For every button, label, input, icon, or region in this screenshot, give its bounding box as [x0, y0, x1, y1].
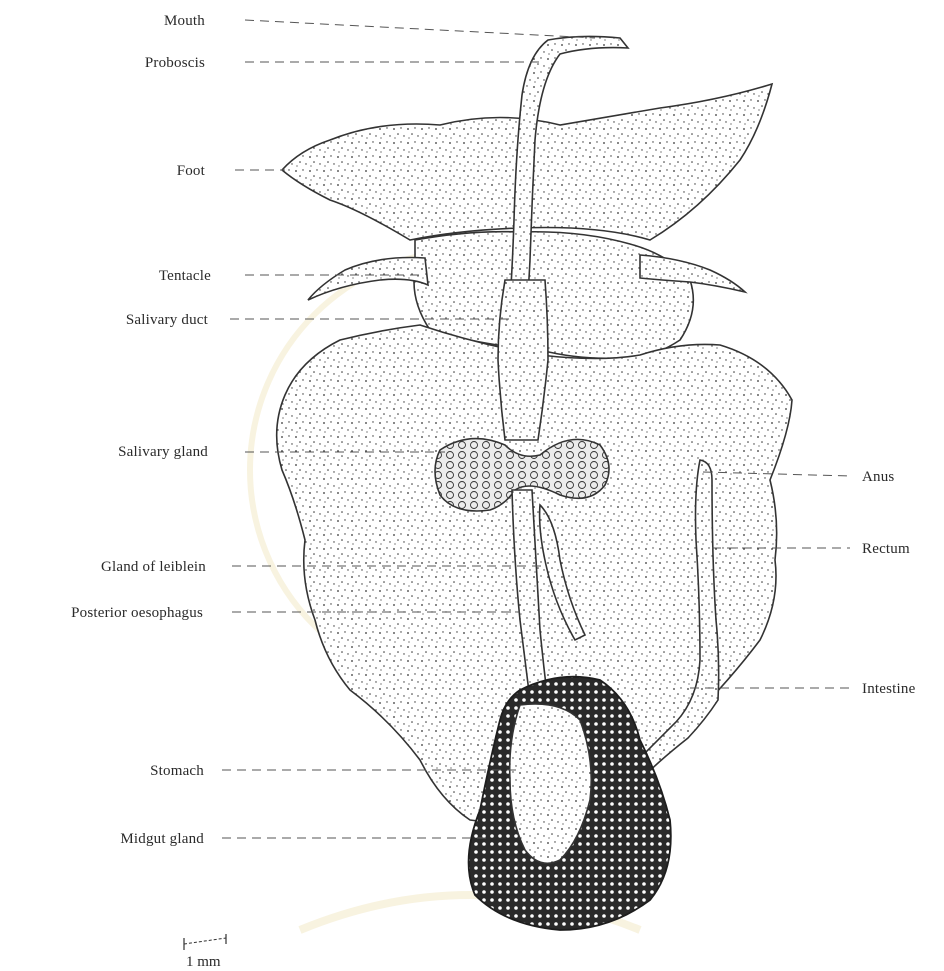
labels-right: Anus Rectum Intestine	[862, 469, 916, 697]
label-mouth: Mouth	[164, 13, 205, 29]
label-proboscis: Proboscis	[145, 55, 205, 71]
label-foot: Foot	[177, 163, 206, 179]
label-anus: Anus	[862, 469, 894, 485]
scale-bar-label: 1 mm	[186, 954, 221, 970]
label-rectum: Rectum	[862, 541, 910, 557]
label-intestine: Intestine	[862, 681, 916, 697]
labels-left: Mouth Proboscis Foot Tentacle Salivary d…	[71, 13, 211, 847]
label-stomach: Stomach	[150, 763, 204, 779]
label-gland-of-leiblein: Gland of leiblein	[101, 559, 206, 575]
label-salivary-duct: Salivary duct	[126, 312, 209, 328]
scale-bar: 1 mm	[184, 934, 226, 970]
label-midgut-gland: Midgut gland	[120, 831, 204, 847]
label-posterior-oesophagus: Posterior oesophagus	[71, 605, 203, 621]
oesophagus-shape	[498, 280, 548, 440]
label-salivary-gland: Salivary gland	[118, 444, 208, 460]
label-tentacle: Tentacle	[159, 268, 211, 284]
left-tentacle	[308, 258, 428, 301]
